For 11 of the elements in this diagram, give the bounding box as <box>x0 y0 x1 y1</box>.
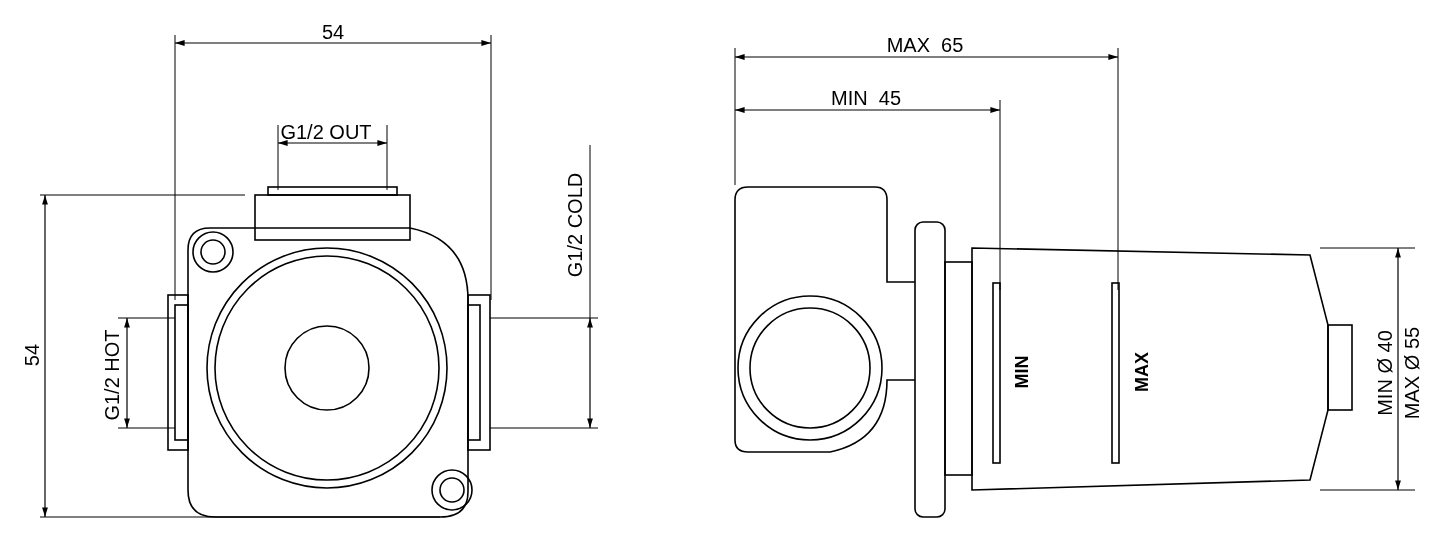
thread-label: G1/2 OUT <box>280 122 372 142</box>
thread-label: G1/2 HOT <box>102 329 122 421</box>
thread-label: G1/2 COLD <box>565 172 585 278</box>
dimension-label: MIN 45 <box>831 88 901 108</box>
dimension-label: MIN Ø 40 <box>1375 330 1395 416</box>
dimension-label: MAX 65 <box>886 35 964 55</box>
scale-label: MIN <box>1013 355 1031 389</box>
scale-label: MAX <box>1133 352 1151 392</box>
dimension-label: MAX Ø 55 <box>1402 326 1422 420</box>
dimension-label: 54 <box>321 22 345 42</box>
dimension-label: 54 <box>22 343 42 367</box>
